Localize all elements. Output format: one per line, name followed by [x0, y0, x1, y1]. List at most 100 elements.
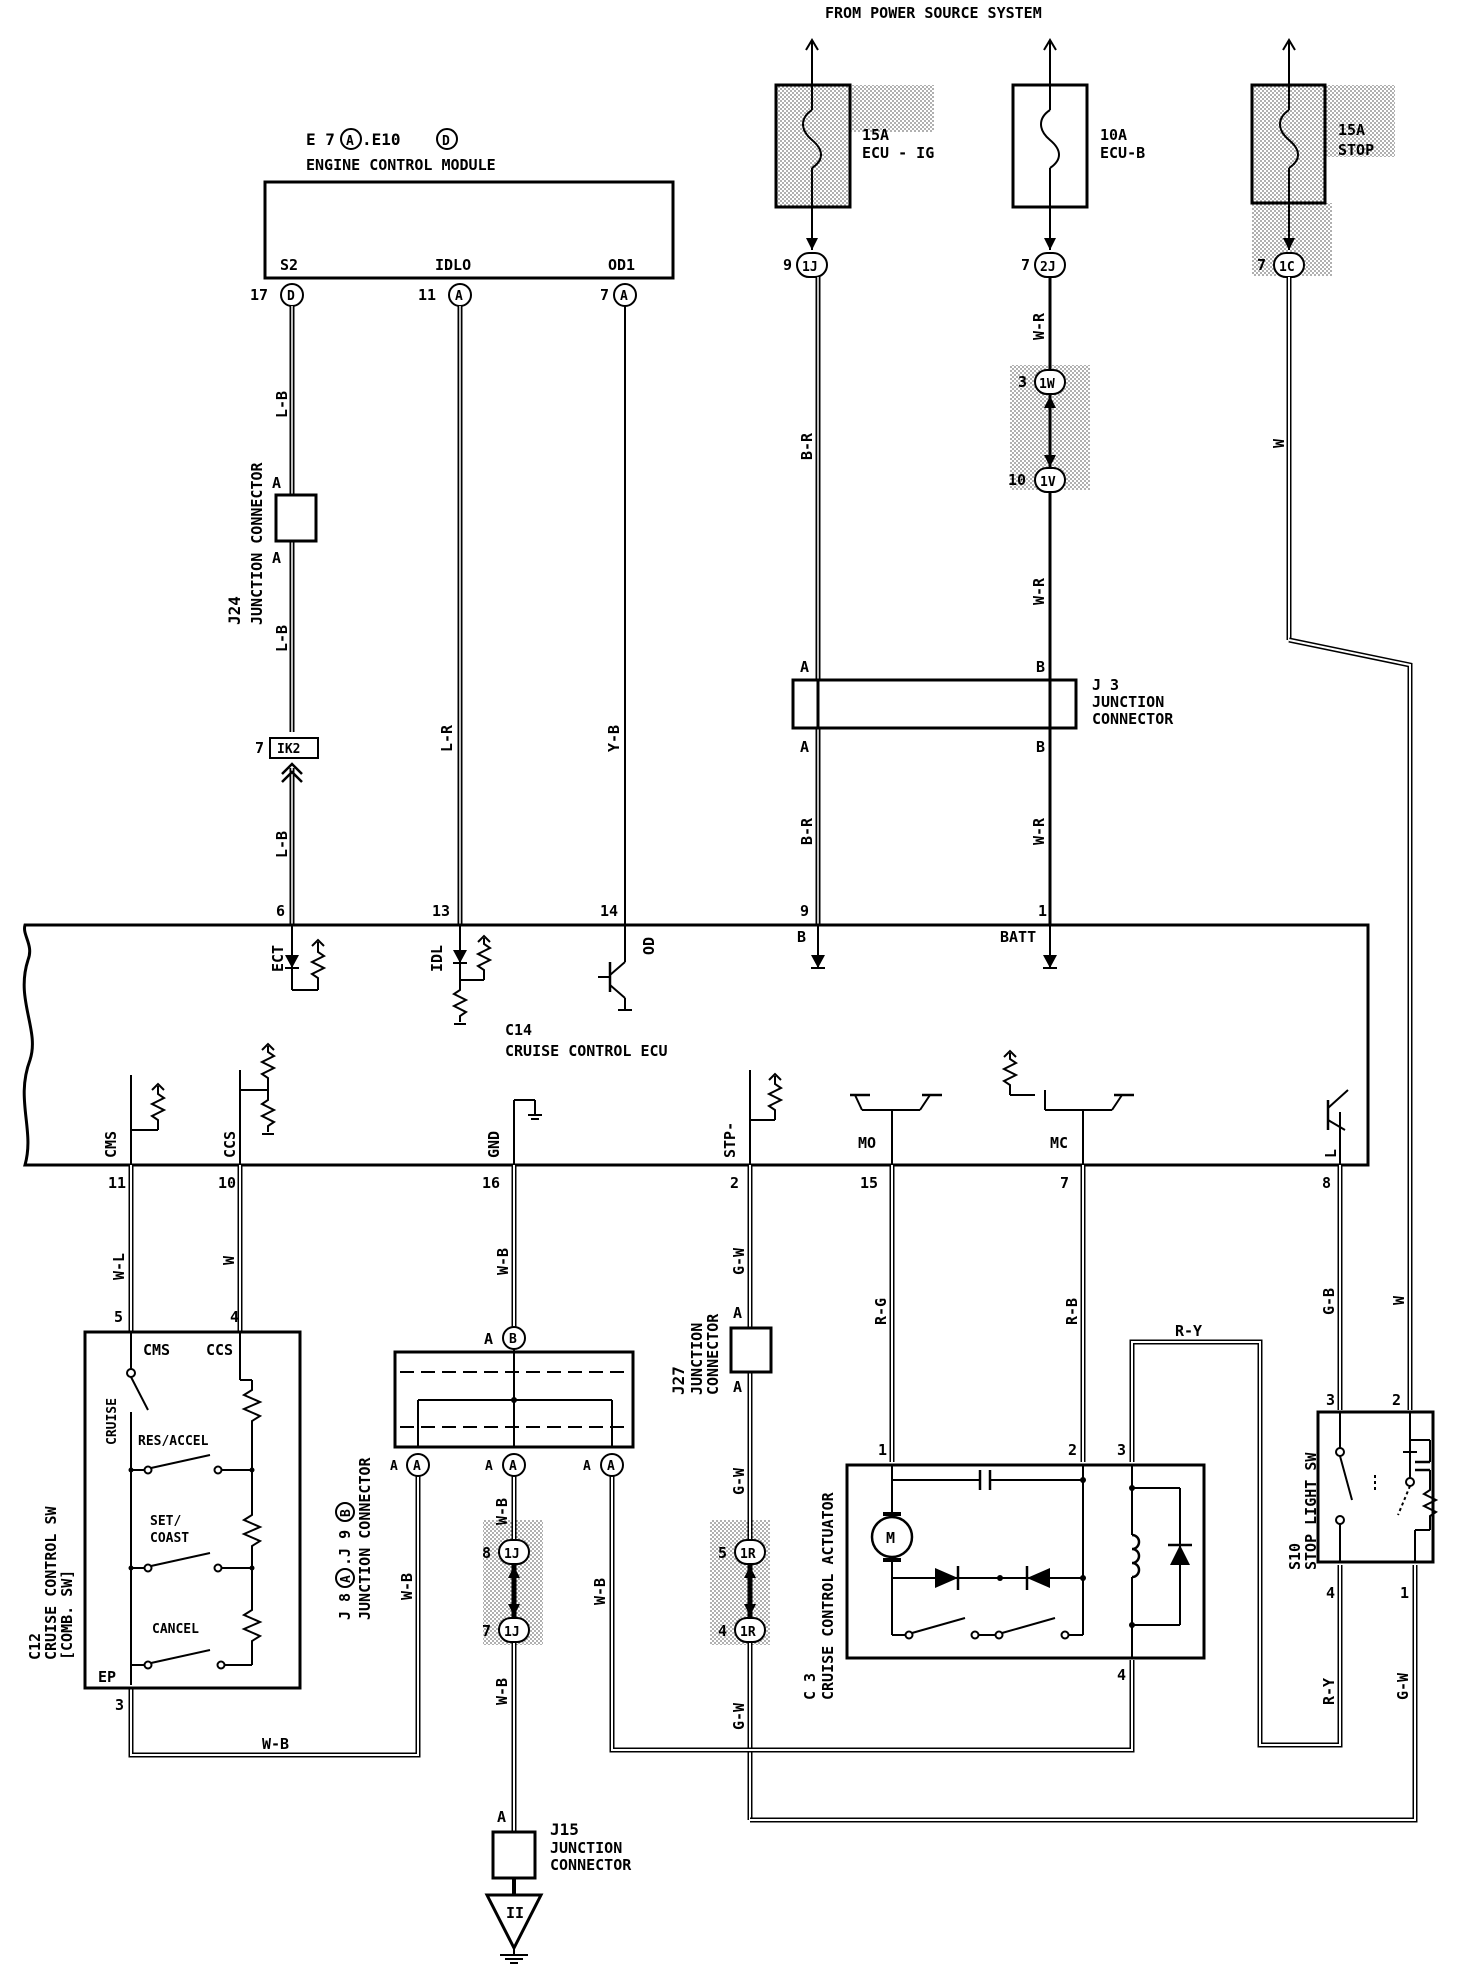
j8j9-pin-a: A	[390, 1459, 398, 1474]
svg-text:W-R: W-R	[1030, 577, 1048, 605]
svg-text:L-B: L-B	[273, 625, 291, 652]
svg-text:W: W	[220, 1255, 238, 1265]
svg-text:W: W	[1270, 438, 1288, 448]
ground-symbol: II	[484, 1893, 544, 1964]
connector-1r-lower: 5 1R 4 1R	[718, 1539, 766, 1643]
svg-text:W: W	[1390, 1295, 1408, 1305]
svg-text:W-B: W-B	[398, 1573, 416, 1600]
wire-label-wb: W-B	[493, 1498, 511, 1525]
j27-junction-connector: A A J27 JUNCTION CONNECTOR	[669, 1304, 773, 1396]
ecu-top-pin-name: BATT	[1000, 928, 1036, 946]
connector-code: 1V	[1040, 475, 1056, 490]
wire-label-wb: W-B	[398, 1573, 416, 1600]
s10-pin: 1	[1400, 1584, 1409, 1602]
c12-sw-res: RES/ACCEL	[138, 1434, 209, 1449]
fuse-amp: 10A	[1100, 126, 1127, 144]
svg-text:B-R: B-R	[798, 432, 816, 460]
connector-code: 1C	[1279, 260, 1295, 275]
connector-pin: 4	[718, 1622, 727, 1640]
ecu-bottom-pin-name: CCS	[221, 1131, 239, 1158]
ecu-bottom-pin-name: GND	[485, 1131, 503, 1158]
s10-pin: 3	[1326, 1391, 1335, 1409]
fuse-amp: 15A	[862, 126, 889, 144]
wire-label-gw: G-W	[730, 1247, 748, 1275]
ecu-bottom-pin-num: 8	[1322, 1174, 1331, 1192]
wire-label-w: W	[1270, 438, 1288, 448]
connector-pin: 7	[482, 1622, 491, 1640]
j8j9-title1: J 8	[336, 1593, 354, 1620]
connector-code: IK2	[277, 742, 300, 757]
j8j9-label: JUNCTION CONNECTOR	[356, 1456, 374, 1620]
wire-label-ry: R-Y	[1320, 1678, 1338, 1705]
svg-text:G-B: G-B	[1320, 1288, 1338, 1315]
j8j9-pin-a: A	[484, 1330, 493, 1348]
c12-num-ep: 3	[115, 1696, 124, 1714]
s10-label: STOP LIGHT SW	[1302, 1452, 1320, 1570]
connector-code: 1R	[740, 1625, 756, 1640]
ecu-bottom-pin-name: MO	[858, 1134, 876, 1152]
s10-pin: 4	[1326, 1584, 1335, 1602]
wire-label-lb: L-B	[273, 831, 291, 858]
svg-text:L-B: L-B	[273, 391, 291, 418]
ecu-bottom-pin-num: 10	[218, 1174, 236, 1192]
j3-code: J 3	[1092, 676, 1119, 694]
j8j9-title-mid: .J 9	[336, 1530, 354, 1566]
wire-label-lb: L-B	[273, 391, 291, 418]
connector-1j-lower: 8 1J 7 1J	[482, 1539, 530, 1643]
ecu-bottom-pin-num: 15	[860, 1174, 878, 1192]
ecm-pin-conn: A	[620, 289, 628, 304]
fuse-name: STOP	[1338, 141, 1374, 159]
j8j9-pin-b: B	[509, 1332, 517, 1347]
fuse-stop: 15A STOP	[1250, 38, 1395, 276]
connector-pin: 5	[718, 1544, 727, 1562]
j3-pin-a: A	[800, 738, 809, 756]
ecm-pin-num: 7	[600, 286, 609, 304]
wire-label-w: W	[220, 1255, 238, 1265]
wire-label-br: B-R	[798, 817, 816, 845]
j8j9-pin-a: A	[509, 1459, 517, 1474]
ecm-pin-num: 17	[250, 286, 268, 304]
c12-cruise-control-switch: 5 4 CMS CCS EP 3	[26, 1308, 302, 1714]
connector-1j-fuse: 9 1J	[783, 252, 828, 278]
fuse-ecu-b: 10A ECU-B	[1011, 38, 1145, 250]
ecu-bottom-pin-num: 11	[108, 1174, 126, 1192]
j27-pin-a: A	[733, 1304, 742, 1322]
c12-pin-cms: CMS	[143, 1341, 170, 1359]
connector-ik2: 7 IK2	[255, 737, 319, 783]
wire-label-gw: G-W	[1394, 1672, 1412, 1700]
svg-text:W-B: W-B	[494, 1248, 512, 1275]
connector-code: 1R	[740, 1547, 756, 1562]
s10-pin: 2	[1392, 1391, 1401, 1409]
connector-1w: 3 1W	[1018, 369, 1066, 395]
svg-text:W-B: W-B	[493, 1678, 511, 1705]
svg-text:L-R: L-R	[438, 724, 456, 752]
svg-text:G-W: G-W	[1394, 1672, 1412, 1700]
wire-label-ry: R-Y	[1175, 1322, 1202, 1340]
connector-pin: 7	[1021, 256, 1030, 274]
wire-label-wb: W-B	[591, 1578, 609, 1605]
connector-code: 1J	[802, 260, 818, 275]
j3-line1: JUNCTION	[1092, 693, 1164, 711]
svg-text:B-R: B-R	[798, 817, 816, 845]
svg-text:G-W: G-W	[730, 1467, 748, 1495]
c12-line2: [COMB. SW]	[58, 1570, 76, 1660]
c3-pin: 3	[1117, 1441, 1126, 1459]
wire-label-wr: W-R	[1030, 817, 1048, 845]
ecu-bottom-pin-num: 16	[482, 1174, 500, 1192]
j24-junction-connector: A A J24 JUNCTION CONNECTOR	[225, 461, 318, 625]
wire-label-lb: L-B	[273, 625, 291, 652]
j8j9-title-a: A	[339, 1575, 354, 1583]
connector-code: 1J	[504, 1625, 520, 1640]
ecu-bottom-pin-name: STP-	[721, 1122, 739, 1158]
connector-pin: 8	[482, 1544, 491, 1562]
wire-label-wr: W-R	[1030, 312, 1048, 340]
wire-label-br: B-R	[798, 432, 816, 460]
ecm-pin-conn: D	[287, 289, 295, 304]
c3-pin: 4	[1117, 1666, 1126, 1684]
j8j9-pin-a: A	[607, 1459, 615, 1474]
c3-label: CRUISE CONTROL ACTUATOR	[819, 1491, 837, 1700]
j3-pin-b: B	[1036, 658, 1045, 676]
connector-pin: 10	[1008, 471, 1026, 489]
j15-line2: CONNECTOR	[550, 1856, 632, 1874]
svg-text:W-B: W-B	[493, 1498, 511, 1525]
